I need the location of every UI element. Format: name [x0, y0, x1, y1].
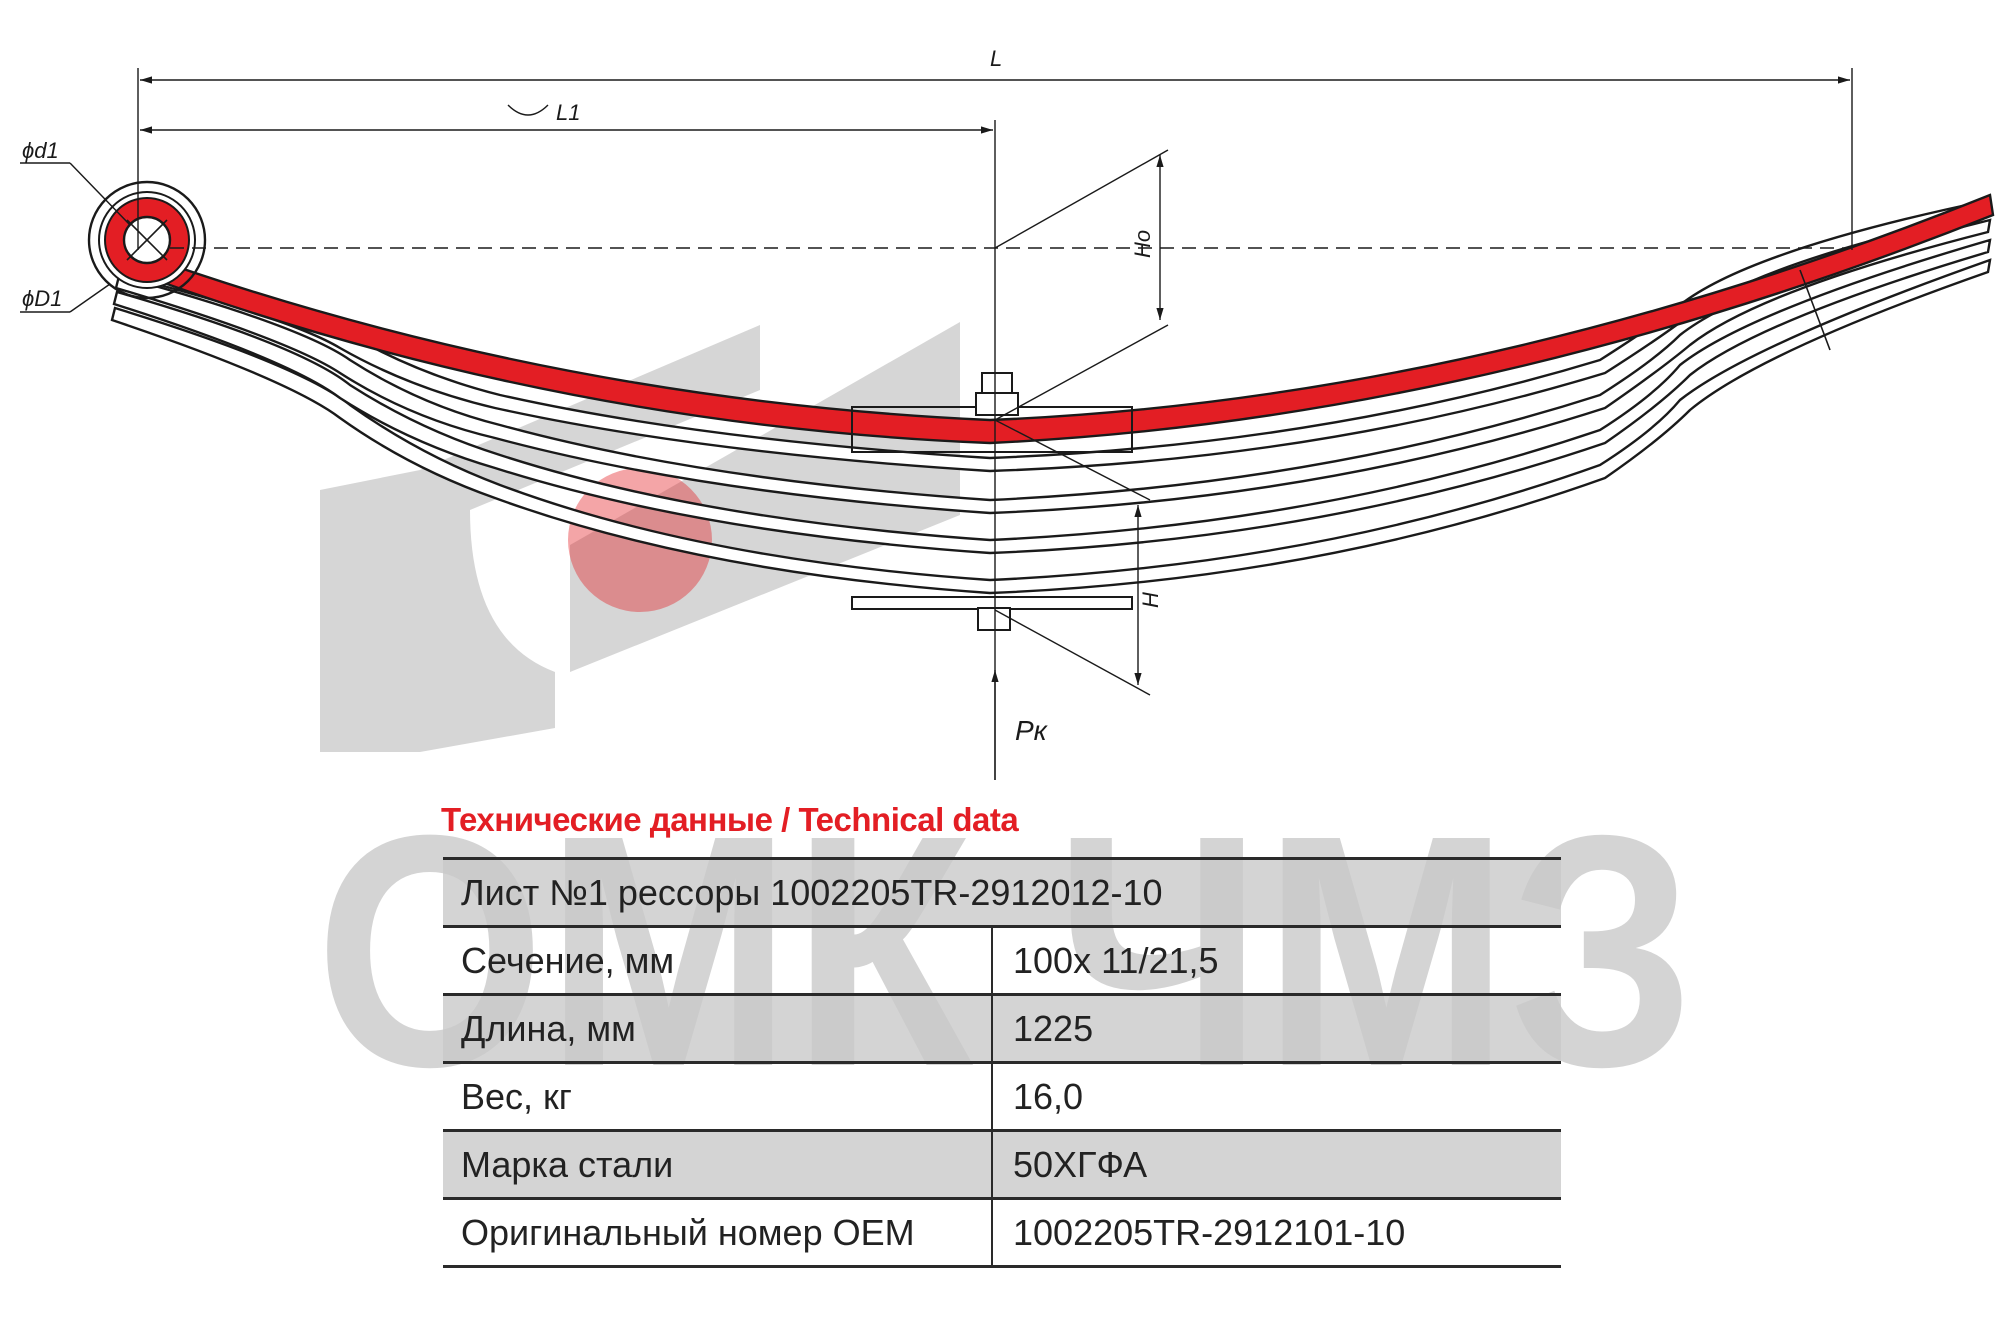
- row-label: Оригинальный номер OEM: [443, 1198, 993, 1268]
- table-row: Марка стали 50ХГФА: [443, 1130, 1561, 1200]
- row-label: Вес, кг: [443, 1062, 993, 1132]
- tech-data-table: Лист №1 рессоры 1002205TR-2912012-10 Сеч…: [443, 857, 1561, 1268]
- row-value: 16,0: [992, 1062, 1561, 1132]
- table-row: Вес, кг 16,0: [443, 1062, 1561, 1132]
- row-value: 1002205TR-2912101-10: [992, 1198, 1561, 1268]
- dim-H-label: H: [1138, 592, 1163, 608]
- table-header: Лист №1 рессоры 1002205TR-2912012-10: [443, 857, 1561, 928]
- leaf-4: [110, 258, 1992, 595]
- table-header-row: Лист №1 рессоры 1002205TR-2912012-10: [443, 857, 1561, 928]
- leaf-2: [114, 218, 1992, 515]
- main-leaf: [87, 180, 1995, 445]
- row-value: 1225: [992, 994, 1561, 1064]
- table-row: Оригинальный номер OEM 1002205TR-2912101…: [443, 1198, 1561, 1268]
- dim-d1-label: ϕd1: [22, 138, 59, 163]
- dim-L-label: L: [990, 46, 1002, 71]
- table-row: Длина, мм 1225: [443, 994, 1561, 1064]
- dimension-labels: L L1 ϕd1 ϕD1 Ho H Pк: [22, 46, 1163, 746]
- tech-data-title: Технические данные / Technical data: [441, 801, 1019, 838]
- row-label: Марка стали: [443, 1130, 993, 1200]
- table-row: Сечение, мм 100х 11/21,5: [443, 926, 1561, 996]
- dim-Ho-label: Ho: [1130, 230, 1155, 258]
- dim-D1-label: ϕD1: [22, 286, 62, 311]
- dim-Pk-label: Pк: [1015, 715, 1049, 746]
- dimensions: [20, 68, 1853, 780]
- row-value: 100х 11/21,5: [992, 926, 1561, 996]
- dim-L1-label: L1: [556, 100, 580, 125]
- row-value: 50ХГФА: [992, 1130, 1561, 1200]
- row-label: Сечение, мм: [443, 926, 993, 996]
- row-label: Длина, мм: [443, 994, 993, 1064]
- leaf-3: [112, 238, 1992, 555]
